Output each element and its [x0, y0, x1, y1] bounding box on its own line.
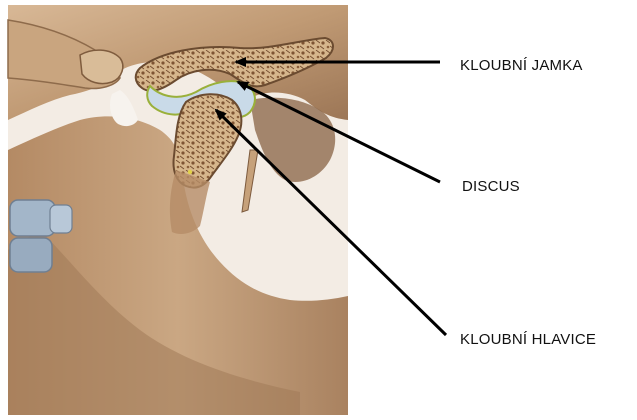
label-articular-fossa: KLOUBNÍ JAMKA: [460, 57, 583, 74]
zygoma-tip: [80, 50, 123, 83]
label-discus: DISCUS: [462, 178, 520, 195]
label-condyle-head: KLOUBNÍ HLAVICE: [460, 331, 596, 348]
